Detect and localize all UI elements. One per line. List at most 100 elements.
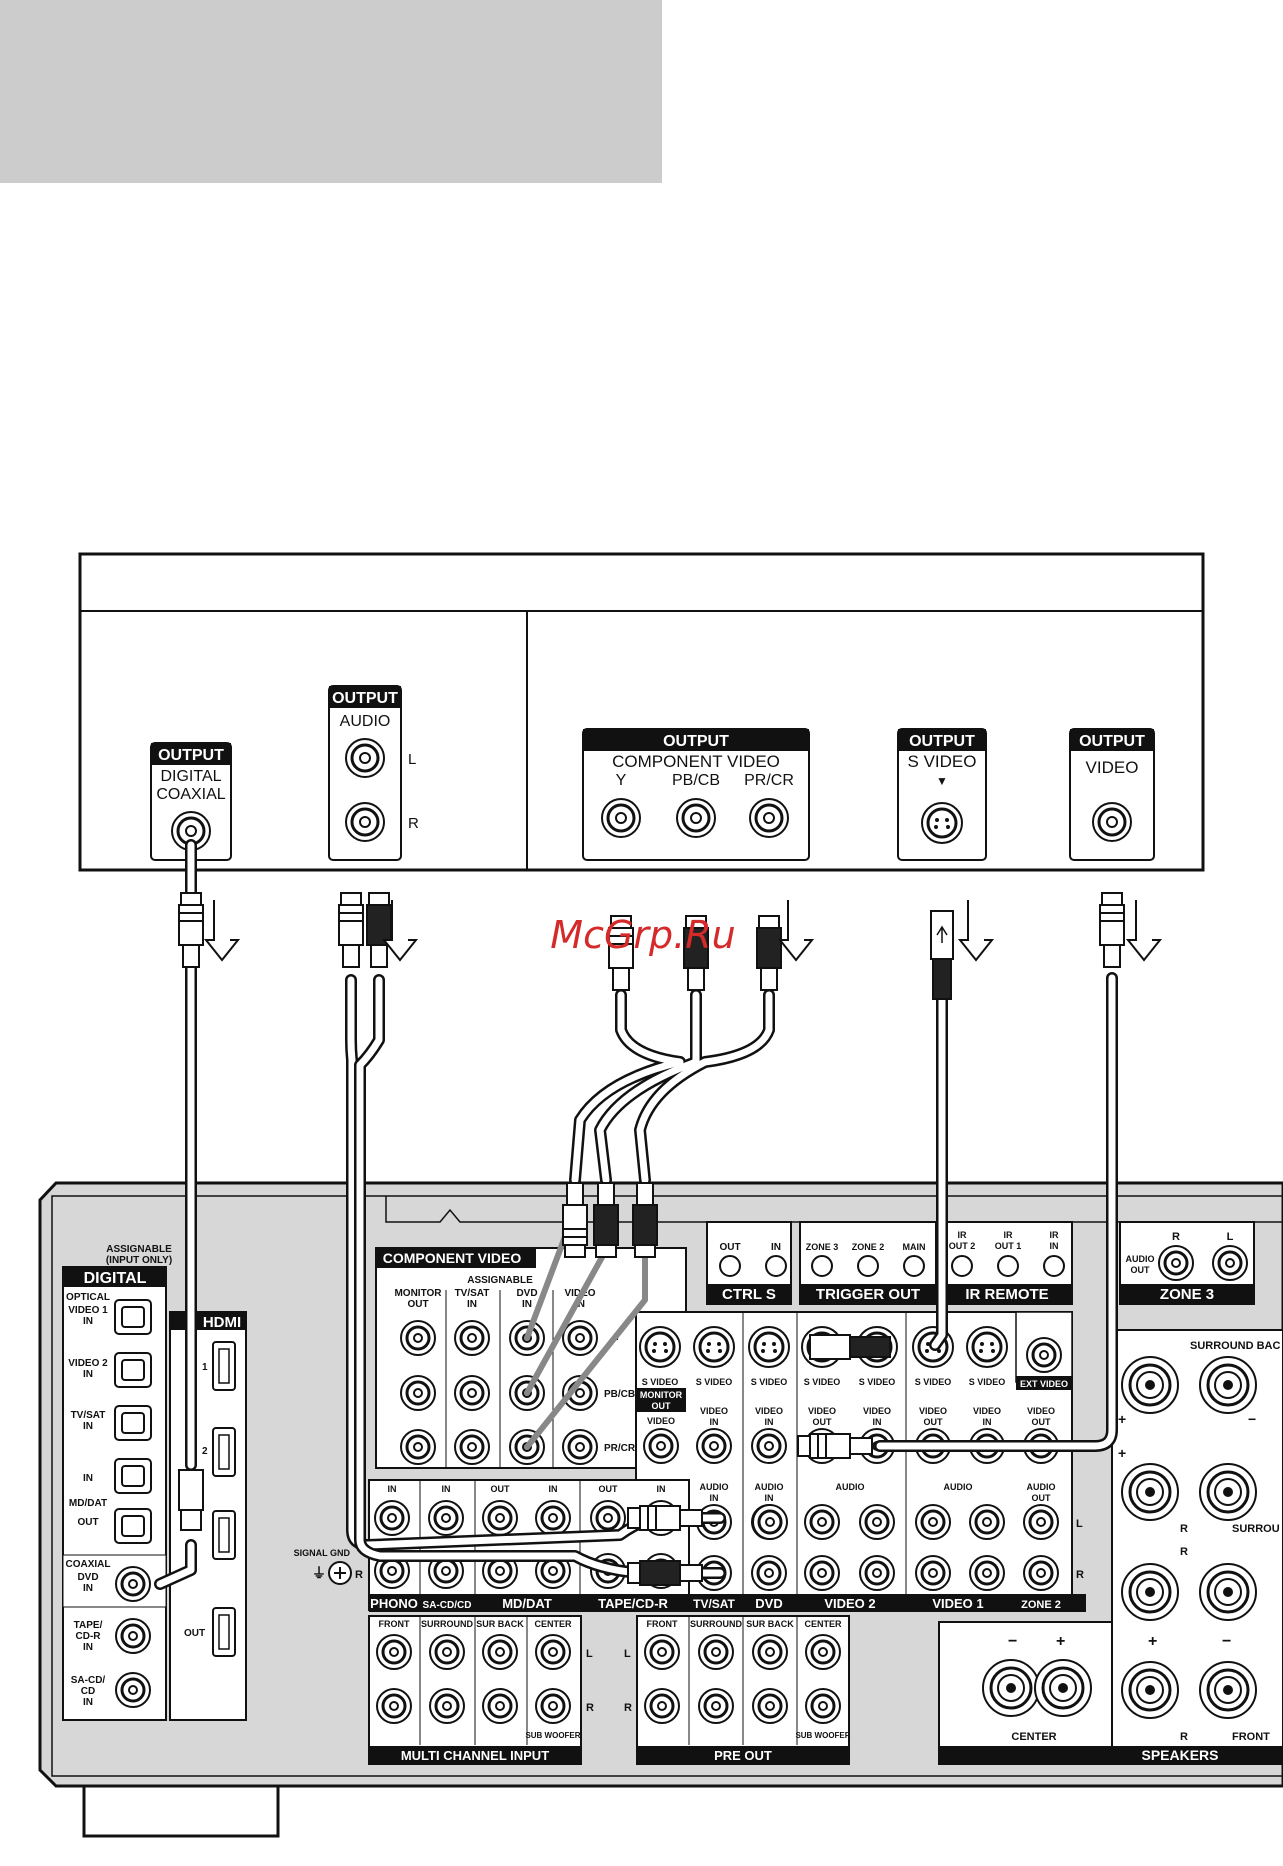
spk-f-r: R [1180,1731,1188,1743]
spk-surround-back: SURROUND BAC [1190,1340,1281,1352]
col-svideo-label-5: S VIDEO [859,1377,896,1387]
audio-right-label: R [408,815,419,832]
coaxial-tape-in: IN [83,1642,93,1653]
optical-video1-label: VIDEO 1 [68,1305,108,1316]
spk-c-minus: − [1008,1633,1017,1650]
po-sub-woofer: SUB WOOFER [795,1731,850,1740]
optical-mddat-label: MD/DAT [69,1498,107,1509]
rcv-monitor-out: OUT [407,1299,428,1310]
component-y-label: Y [616,772,627,789]
col2-in: IN [710,1417,719,1427]
col5-in: IN [873,1417,882,1427]
po-r: R [624,1702,632,1714]
audio-video1-label: AUDIO [944,1482,973,1492]
component-output-label: COMPONENT VIDEO [612,752,780,771]
coaxial-dvd-in: IN [83,1583,93,1594]
ir-remote-title: IR REMOTE [965,1286,1048,1303]
watermark-text: McGrp.Ru [550,913,735,957]
tape-title: TAPE/CD-R [598,1596,668,1611]
zone2-audio: AUDIO [1027,1482,1056,1492]
ir-out2-sub: OUT 2 [949,1241,976,1251]
digital-title: DIGITAL [84,1270,147,1287]
component-pr-label: PR/CR [744,772,794,789]
col3-in: IN [765,1417,774,1427]
rcv-monitor-label: MONITOR [394,1288,442,1299]
spk-s-r: R [1180,1523,1188,1535]
mddat-in: IN [549,1484,558,1494]
sacd-title: SA-CD/CD [423,1600,472,1611]
audio-output-label: AUDIO [340,713,391,730]
col5-video: VIDEO [863,1406,891,1416]
rcv-dvd-label: DVD [516,1288,537,1299]
col-svideo-label-1: S VIDEO [642,1377,679,1387]
phono-title: PHONO [370,1596,418,1611]
spk-f-plus: + [1148,1633,1157,1650]
zone2-l: L [1076,1518,1083,1530]
zone2-title: ZONE 2 [1021,1599,1061,1611]
mc-l: L [586,1648,593,1660]
po-front: FRONT [647,1619,678,1629]
po-center: CENTER [804,1619,842,1629]
digital-input-only-note: (INPUT ONLY) [106,1255,172,1266]
optical-video2-label: VIDEO 2 [68,1358,108,1369]
component-output-header: OUTPUT [663,733,729,750]
digital-input-section: ASSIGNABLE (INPUT ONLY) DIGITAL OPTICAL … [62,1244,172,1721]
coaxial-sacd-in: IN [83,1697,93,1708]
po-sur-back: SUR BACK [746,1619,794,1629]
zone2-video: VIDEO [1027,1406,1055,1416]
digital-coaxial-output: OUTPUT DIGITAL COAXIAL [150,742,232,861]
plugs [178,892,1161,1586]
audio-video2-label: AUDIO [836,1482,865,1492]
po-surround: SURROUND [690,1619,743,1629]
spk-front-label: FRONT [1232,1731,1270,1743]
zone3-r: R [1172,1231,1180,1243]
s-video-arrow: ▼ [936,774,948,788]
spk-sb-plus: + [1118,1411,1126,1427]
audio-col3-label: AUDIO [755,1482,784,1492]
col3-video: VIDEO [755,1406,783,1416]
ir-out2-label: IR [958,1230,968,1240]
rcv-dvd-in: IN [522,1299,532,1310]
col-svideo-label-6: S VIDEO [915,1377,952,1387]
spk-surround: SURROU [1232,1523,1280,1535]
audio-output-header: OUTPUT [332,690,398,707]
digital-assignable-note: ASSIGNABLE [106,1244,172,1255]
zone3-section: R L AUDIO OUT ZONE 3 [1119,1221,1255,1305]
spk-f-minus: − [1222,1633,1231,1650]
rcv-video-in: IN [575,1299,585,1310]
ctrl-s-out: OUT [719,1242,740,1253]
ir-in-sub: IN [1050,1241,1059,1251]
mddat-out: OUT [491,1484,511,1494]
header-gray-band [0,0,662,183]
optical-mddat-out: OUT [77,1517,98,1528]
optical-mddat-in: IN [83,1473,93,1484]
s-video-output: OUTPUT S VIDEO ▼ [897,728,987,861]
spk-s-plus: + [1118,1445,1126,1461]
mc-sub-woofer: SUB WOOFER [525,1731,580,1740]
rcv-pr-label: PR/CR [604,1443,636,1454]
audio-output: OUTPUT AUDIO L R [328,685,419,861]
tvsat-title: TV/SAT [693,1597,735,1611]
pre-out-section: FRONT SURROUND SUR BACK CENTER SUB WOOFE… [624,1615,851,1765]
coaxial-dvd-label: DVD [77,1572,98,1583]
ground-symbol: ⏚ [312,1565,326,1581]
optical-video1-in: IN [83,1316,93,1327]
receiver-component-video: COMPONENT VIDEO ASSIGNABLE MONITOR OUT T… [375,1247,687,1469]
ext-video-label: EXT VIDEO [1020,1379,1068,1389]
trigger-out-title: TRIGGER OUT [816,1286,920,1303]
ctrl-s-section: OUT IN CTRL S [706,1221,792,1305]
col7-video: VIDEO [973,1406,1001,1416]
col2-video: VIDEO [700,1406,728,1416]
zone3-audio: AUDIO [1126,1254,1155,1264]
speakers-title: SPEAKERS [1141,1747,1218,1763]
hdmi-1-label: 1 [202,1362,208,1373]
trigger-zone2: ZONE 2 [852,1242,885,1252]
digital-coaxial-line2: COAXIAL [156,786,225,803]
coaxial-sacd-label1: SA-CD/ [71,1675,106,1686]
video-output-label: VIDEO [1086,758,1139,777]
col-svideo-label-3: S VIDEO [751,1377,788,1387]
trigger-main: MAIN [903,1242,926,1252]
speakers-section: SURROUND BAC + − + R SURROU R − + CENTER… [938,1329,1283,1765]
video-output: OUTPUT VIDEO [1069,728,1155,861]
sacd-in: IN [442,1484,451,1494]
